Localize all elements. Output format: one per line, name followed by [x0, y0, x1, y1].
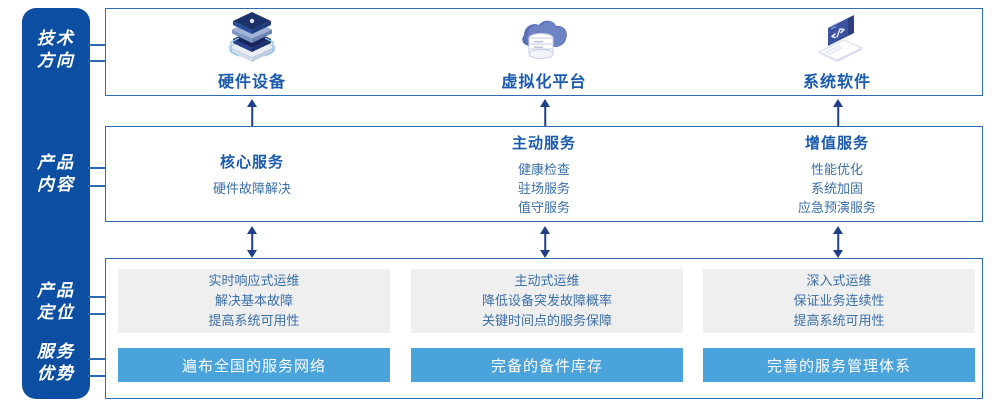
rail-label-line-1: 服务: [37, 342, 75, 361]
tech-title-virtualization: 虚拟化平台: [501, 74, 587, 91]
positioning-line: 提高系统可用性: [208, 313, 300, 328]
product-content-item: 驻场服务: [517, 180, 570, 196]
product-content-heading-core: 核心服务: [219, 153, 284, 171]
arrow-up-system-software: [832, 99, 844, 126]
rail-label-line-2: 方向: [37, 51, 75, 70]
product-content-item: 值守服务: [517, 199, 570, 215]
connector-line: [88, 44, 106, 46]
rail-label-product-positioning: 产品 定位: [22, 280, 90, 324]
rail-label-line-1: 产品: [37, 281, 75, 300]
rail-label-product-content: 产品 内容: [22, 152, 90, 196]
arrow-up-hardware: [246, 99, 258, 126]
rail-label-line-2: 定位: [37, 303, 75, 322]
tech-column-hardware[interactable]: 硬件设备: [106, 9, 398, 95]
product-content-item: 性能优化: [810, 161, 863, 177]
tech-column-system-software[interactable]: 系统软件: [690, 9, 984, 95]
left-rail: [22, 8, 90, 399]
positioning-line: 实时响应式运维: [208, 273, 300, 288]
connector-line: [88, 296, 106, 298]
arrow-up-virtualization: [539, 99, 551, 126]
advantage-bar-network[interactable]: 遍布全国的服务网络: [118, 348, 390, 382]
positioning-line: 主动式运维: [514, 273, 580, 288]
tech-title-system-software: 系统软件: [802, 74, 871, 91]
positioning-line: 提高系统可用性: [793, 313, 885, 328]
arrow-double-virtualization: [539, 226, 551, 258]
product-content-heading-proactive: 主动服务: [511, 134, 576, 152]
advantage-bar-label: 完备的备件库存: [490, 357, 603, 375]
positioning-card-proactive[interactable]: 主动式运维 降低设备突发故障概率 关键时间点的服务保障: [411, 269, 683, 333]
connector-line: [88, 375, 106, 377]
product-content-item: 应急预演服务: [797, 199, 876, 215]
positioning-line: 降低设备突发故障概率: [481, 293, 612, 308]
tech-direction-panel: 硬件设备 虚拟化平台: [105, 8, 983, 96]
advantage-bar-spare-parts[interactable]: 完备的备件库存: [411, 348, 683, 382]
rail-label-line-1: 产品: [37, 153, 75, 172]
advantage-bar-label: 完善的服务管理体系: [766, 357, 911, 375]
connector-line: [88, 185, 106, 187]
tech-title-hardware: 硬件设备: [217, 74, 286, 91]
positioning-card-deep[interactable]: 深入式运维 保证业务连续性 提高系统可用性: [703, 269, 975, 333]
rail-label-line-2: 内容: [37, 175, 75, 194]
arrow-double-system-software: [832, 226, 844, 258]
product-content-heading-valueadd: 增值服务: [804, 134, 869, 152]
advantage-bar-label: 遍布全国的服务网络: [181, 357, 326, 375]
cloud-database-icon: [511, 12, 577, 64]
tech-column-virtualization[interactable]: 虚拟化平台: [398, 9, 690, 95]
product-content-item: 硬件故障解决: [212, 180, 291, 196]
laptop-code-icon: [804, 12, 870, 64]
product-content-column-core[interactable]: 核心服务 硬件故障解决: [106, 127, 398, 221]
rail-label-service-advantage: 服务 优势: [22, 341, 90, 385]
product-content-panel: 核心服务 硬件故障解决 主动服务 健康检查 驻场服务 值守服务 增值服务 性能优…: [105, 126, 983, 222]
product-content-column-proactive[interactable]: 主动服务 健康检查 驻场服务 值守服务: [398, 127, 690, 221]
connector-line: [88, 358, 106, 360]
connector-line: [88, 167, 106, 169]
positioning-line: 解决基本故障: [214, 293, 293, 308]
connector-line: [88, 313, 106, 315]
arrow-double-hardware: [246, 226, 258, 258]
product-content-column-valueadd[interactable]: 增值服务 性能优化 系统加固 应急预演服务: [690, 127, 984, 221]
positioning-line: 深入式运维: [806, 273, 872, 288]
advantage-bar-management[interactable]: 完善的服务管理体系: [703, 348, 975, 382]
rail-label-line-2: 优势: [37, 364, 75, 383]
product-content-item: 系统加固: [810, 180, 863, 196]
connector-line: [88, 60, 106, 62]
rail-label-tech-direction: 技术 方向: [22, 28, 90, 72]
product-content-item: 健康检查: [517, 161, 570, 177]
positioning-card-realtime[interactable]: 实时响应式运维 解决基本故障 提高系统可用性: [118, 269, 390, 333]
positioning-line: 保证业务连续性: [793, 293, 885, 308]
server-stack-icon: [219, 12, 285, 64]
rail-label-line-1: 技术: [37, 29, 75, 48]
positioning-advantage-panel: 实时响应式运维 解决基本故障 提高系统可用性 主动式运维 降低设备突发故障概率 …: [105, 258, 983, 399]
positioning-line: 关键时间点的服务保障: [481, 313, 612, 328]
